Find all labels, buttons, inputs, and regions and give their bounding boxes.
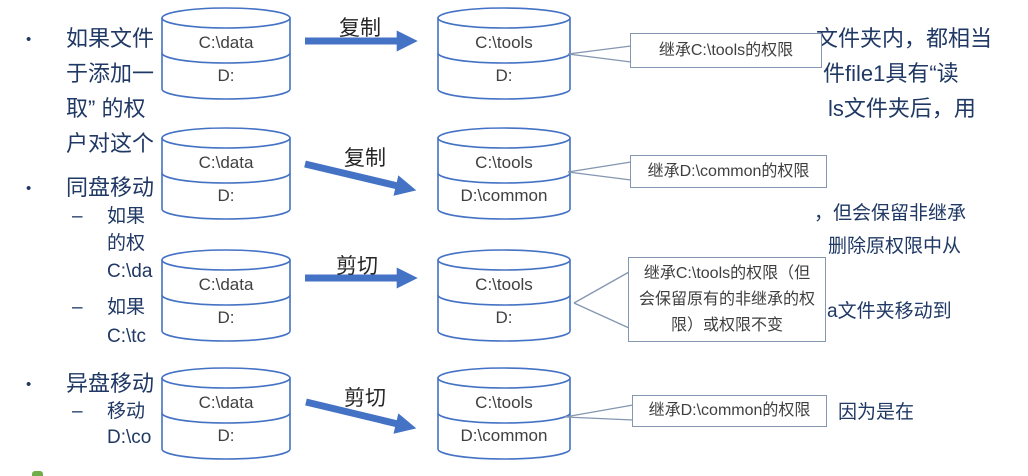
callout-row1: 继承C:\tools的权限	[630, 33, 822, 68]
sub3-line2-left: D:\co	[107, 427, 152, 448]
disk-label: C:\data	[198, 153, 254, 172]
callout-pointers	[564, 45, 634, 421]
sub1-line3-left: C:\da	[107, 261, 153, 282]
dash-marker-1: –	[72, 206, 83, 227]
dash-marker-2: –	[72, 297, 83, 318]
sub2-line2-left: C:\tc	[107, 326, 147, 347]
callout-row4: 继承D:\common的权限	[632, 395, 827, 427]
bullet2-label: 同盘移动	[66, 175, 155, 200]
disk-label: D:	[217, 308, 235, 327]
disk-label: D:\common	[460, 426, 548, 445]
bullet-marker-3: •	[26, 376, 32, 393]
disk-label: C:\data	[198, 33, 254, 52]
sub2-line1-left: 如果	[107, 297, 146, 318]
disk-label: C:\tools	[475, 275, 533, 294]
disk-left-row3	[161, 249, 291, 342]
arrow-label-row3: 剪切	[336, 255, 378, 278]
arrow-label-row4: 剪切	[344, 387, 386, 410]
sub1-line1-left: 如果	[107, 206, 146, 227]
sub1-line2-right: 删除原权限中从	[828, 236, 962, 257]
disk-label: D:	[217, 426, 235, 445]
disk-right-row2	[437, 127, 571, 220]
arrow-label-row1: 复制	[339, 17, 381, 40]
bullet-marker-2: •	[26, 180, 32, 197]
disk-label: C:\tools	[475, 393, 533, 412]
bullet1-line3-left: 取” 的权	[66, 96, 146, 121]
disk-label: D:	[217, 186, 235, 205]
bullet1-line1-right: 文件夹内，都相当	[816, 26, 993, 51]
bullet1-line4-left: 户对这个	[66, 131, 155, 156]
disk-label: D:	[495, 66, 513, 85]
disk-label: D:\common	[460, 186, 548, 205]
sub3-line1-left: 移动	[107, 401, 146, 422]
disk-label: C:\tools	[475, 153, 533, 172]
sub2-line1-right: a文件夹移动到	[827, 301, 952, 322]
logo-fragment	[32, 471, 43, 476]
callout-row3: 继承C:\tools的权限（但会保留原有的非继承的权限）或权限不变	[628, 257, 826, 342]
disk-right-row3	[437, 249, 571, 342]
bullet3-label: 异盘移动	[66, 371, 155, 396]
disk-label: C:\data	[198, 275, 254, 294]
disk-label: D:	[217, 66, 235, 85]
disk-left-row4	[161, 367, 291, 460]
arrow-label-row2: 复制	[344, 147, 386, 170]
bullet1-line1-left: 如果文件	[66, 26, 155, 51]
disk-right-row4	[437, 367, 571, 460]
disk-left-row1	[161, 7, 291, 100]
sub1-line2-left: 的权	[107, 233, 146, 254]
arrow-row4	[305, 398, 417, 434]
bullet1-line3-right: ls文件夹后，用	[828, 96, 976, 121]
bullet-marker-1: •	[26, 31, 32, 48]
disk-label: C:\data	[198, 393, 254, 412]
disk-label: D:	[495, 308, 513, 327]
bullet1-line2-left: 于添加一	[66, 61, 155, 86]
arrow-row2	[304, 160, 417, 196]
disk-left-row2	[161, 127, 291, 220]
sub3-line1-right: 因为是在	[838, 402, 915, 423]
callout-row2: 继承D:\common的权限	[630, 155, 827, 188]
disk-label: C:\tools	[475, 33, 533, 52]
bullet1-line2-right: 件file1具有“读	[823, 61, 959, 86]
sub1-line1-right: ，但会保留非继承	[814, 203, 967, 224]
dash-marker-3: –	[72, 401, 83, 422]
disk-right-row1	[437, 7, 571, 100]
